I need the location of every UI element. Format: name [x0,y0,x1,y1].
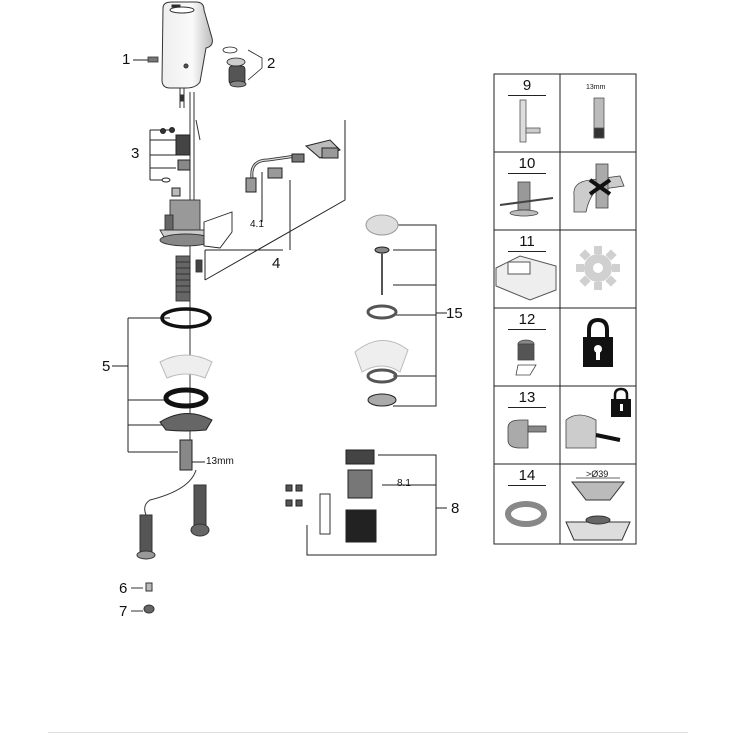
callout-15: 15 [446,305,463,322]
row-11-remote [495,255,557,301]
callout-1: 1 [122,51,131,68]
row-14-number: 14 [497,467,557,486]
row-10-number: 10 [497,155,557,174]
control-module [159,199,233,302]
row-14-gasket [505,501,547,527]
row-12-aerator [515,339,537,376]
part-15-drain-set [354,214,447,407]
part-1-screw [133,56,159,63]
callout-4-1: 4.1 [250,219,264,230]
part-4-connector [204,120,346,281]
faucet-body [161,1,213,89]
callout-6: 6 [119,580,128,597]
part-8-battery-box [285,449,447,556]
part-2-aerator [222,46,263,88]
callout-8-1: 8.1 [397,478,411,489]
padlock-icon [583,317,613,367]
accessory-table [493,73,637,545]
part-5-mounting-set [112,307,213,471]
row-14-basin [565,477,631,541]
footer-divider [48,732,688,733]
row-11-number: 11 [497,233,557,252]
part-3-fasteners [149,127,191,197]
callout-2: 2 [267,55,276,72]
row-14-note: >Ø39 [586,469,609,479]
callout-3: 3 [131,145,140,162]
callout-4: 4 [272,255,281,272]
callout-5: 5 [102,358,111,375]
row-12-number: 12 [497,311,557,330]
padlock-icon-small [611,387,631,417]
row-9-number: 9 [497,77,557,96]
callout-8: 8 [451,500,460,517]
row-13-lock-set [507,414,621,449]
row-9-tool [519,97,605,143]
supply-hoses [131,469,210,614]
row-9-note: 13mm [586,84,606,91]
row-13-number: 13 [497,389,557,408]
callout-7: 7 [119,603,128,620]
gear-icon [576,246,620,290]
row-10-tools [499,163,625,217]
dimension-13mm: 13mm [206,456,234,467]
